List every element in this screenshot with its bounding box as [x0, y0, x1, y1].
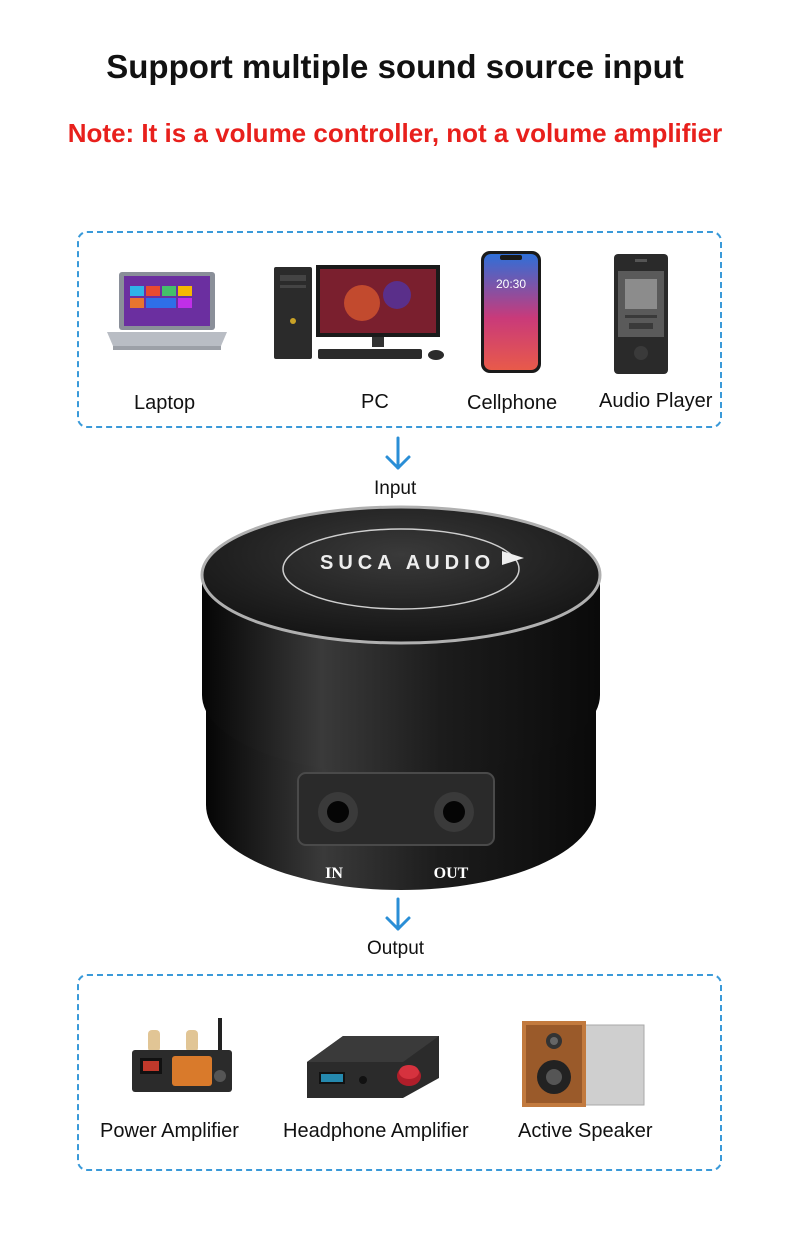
input-label-cellphone: Cellphone — [467, 392, 558, 414]
port-in-label: IN — [325, 865, 343, 882]
output-label-power-amplifier: Power Amplifier — [100, 1120, 239, 1142]
output-label-headphone-amplifier: Headphone Amplifier — [283, 1120, 469, 1142]
input-label-pc: PC — [361, 391, 389, 413]
note-text: Note: It is a volume controller, not a v… — [67, 118, 723, 148]
active-speaker-icon — [522, 1021, 645, 1107]
power-amplifier-icon — [132, 1018, 232, 1092]
desktop-pc-icon — [274, 265, 444, 360]
input-sources-panel — [77, 231, 722, 428]
headphone-amplifier-icon — [307, 1036, 439, 1098]
arrow-down-icon — [385, 436, 411, 470]
output-label-active-speaker: Active Speaker — [518, 1120, 653, 1142]
arrow-down-icon — [385, 897, 411, 931]
port-out-label: OUT — [434, 865, 469, 882]
output-devices-panel — [77, 974, 722, 1171]
laptop-icon — [107, 272, 227, 350]
input-flow-label: Input — [374, 478, 417, 499]
input-label-laptop: Laptop — [134, 392, 196, 414]
input-label-audio-player: Audio Player — [599, 390, 713, 412]
phone-clock: 20:30 — [496, 277, 526, 291]
brand-logo-text: SUCA AUDIO — [320, 552, 495, 574]
cellphone-icon: 20:30 — [481, 251, 541, 373]
page-title: Support multiple sound source input — [106, 48, 684, 85]
volume-controller-device: SUCA AUDIO IN OUT — [200, 505, 602, 890]
audio-player-icon — [614, 254, 668, 374]
output-flow-label: Output — [367, 938, 425, 959]
